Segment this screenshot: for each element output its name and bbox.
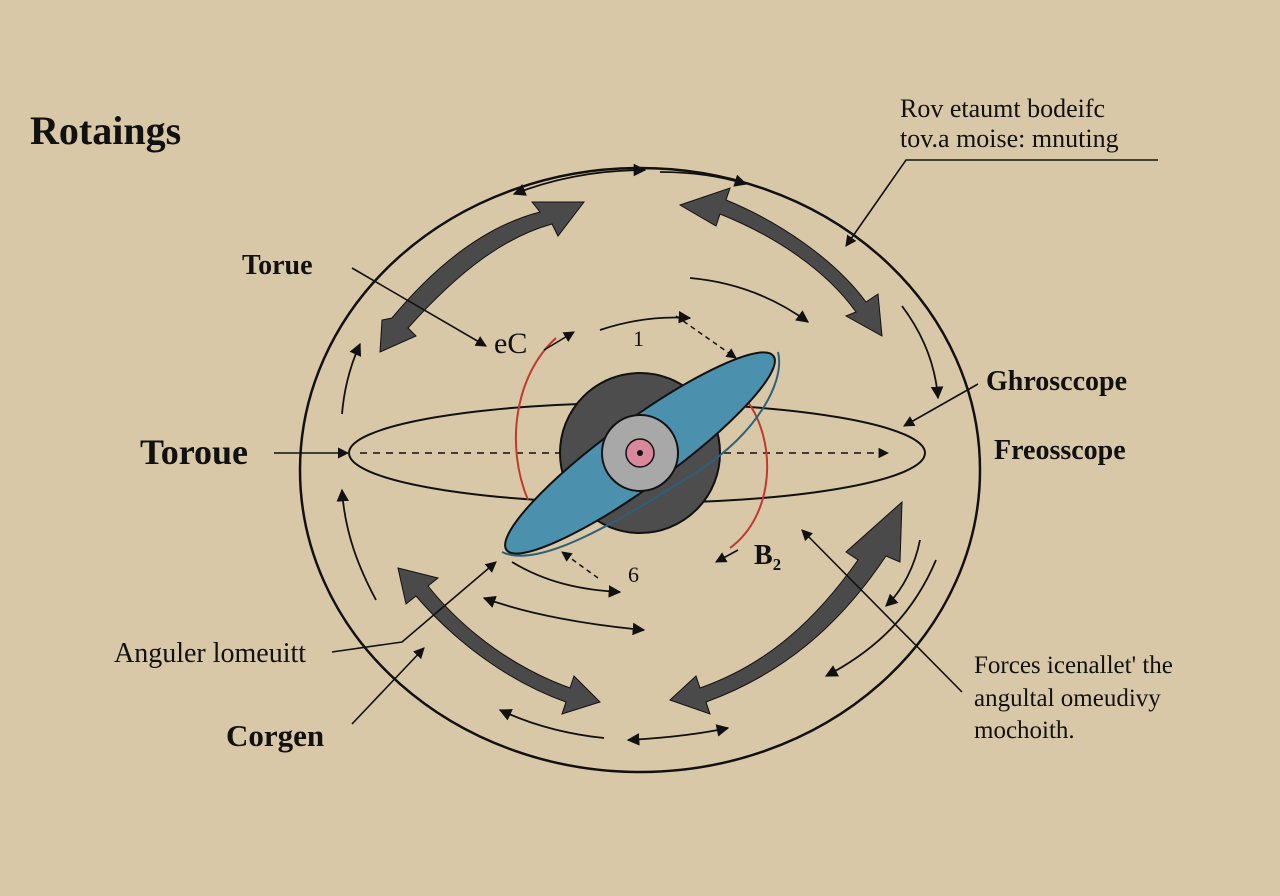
label-corgen: Corgen: [226, 718, 325, 753]
label-b2-subscript: 2: [772, 554, 782, 574]
arrow-upper-middle: [689, 277, 810, 323]
thick-arrow-lower-right: [669, 500, 903, 715]
label-freosscope: Freosscope: [994, 435, 1126, 466]
arrow-left-1: [341, 342, 362, 415]
arrow-top-left: [512, 163, 647, 196]
thick-arrow-upper-left: [379, 201, 586, 353]
label-angular-moment: Anguler lomeuitt: [114, 638, 307, 669]
arrow-lower-1: [511, 561, 622, 598]
label-b2-main: B: [754, 540, 773, 571]
arrow-bottom-2: [626, 724, 730, 746]
arrow-top-right: [659, 171, 748, 187]
arrowhead-ec: [543, 331, 575, 351]
dashed-arrow-top: [675, 315, 737, 359]
leader-corgen: [351, 647, 425, 725]
leader-angular: [331, 561, 497, 653]
arrow-bottom-1: [498, 709, 605, 739]
label-ec: eC: [494, 327, 528, 360]
red-arc-right: [729, 397, 769, 549]
bottom-annotation-line-1: Forces icenallet' the: [974, 652, 1173, 679]
arrowhead-b2: [715, 549, 739, 563]
thick-arrow-lower-left: [397, 567, 601, 715]
arrow-right-lower-2: [824, 559, 937, 677]
thick-arrows: [379, 187, 903, 715]
bottom-annotation: Forces icenallet' the angultal omeudivy …: [974, 650, 1173, 748]
leader-top-note: [845, 159, 1158, 247]
label-toroue: Toroue: [140, 432, 249, 472]
top-annotation: Rov etaumt bodeifc tov.a moise: mnuting: [900, 94, 1119, 154]
leader-torue: [351, 267, 487, 347]
dashed-arrow-bottom: [561, 551, 599, 579]
arrow-near-1: [599, 310, 692, 331]
leader-bottom-note: [801, 529, 963, 693]
diagram-title: Rotaings: [30, 108, 182, 153]
leader-ghroscope: [903, 383, 979, 427]
label-b2: B2: [754, 540, 781, 574]
bottom-annotation-line-3: mochoith.: [974, 717, 1075, 744]
arrow-left-2: [336, 488, 377, 601]
core-center-dot: [637, 450, 643, 456]
label-six: 6: [628, 562, 639, 587]
blue-disc-rim: [501, 351, 781, 557]
arrow-right-1: [901, 305, 944, 400]
thick-arrow-upper-right: [678, 187, 883, 337]
red-arc-left: [514, 337, 557, 501]
bottom-annotation-line-2: angultal omeudivy: [974, 684, 1161, 712]
arrow-lower-2: [482, 596, 646, 636]
top-annotation-line-1: Rov etaumt bodeifc: [900, 94, 1106, 123]
label-torue: Torue: [242, 250, 313, 281]
top-annotation-line-2: tov.a moise: mnuting: [900, 123, 1119, 153]
label-ghroscope: Ghrosccope: [986, 366, 1128, 397]
arrow-right-lower-1: [885, 539, 921, 607]
label-one: 1: [633, 326, 644, 351]
